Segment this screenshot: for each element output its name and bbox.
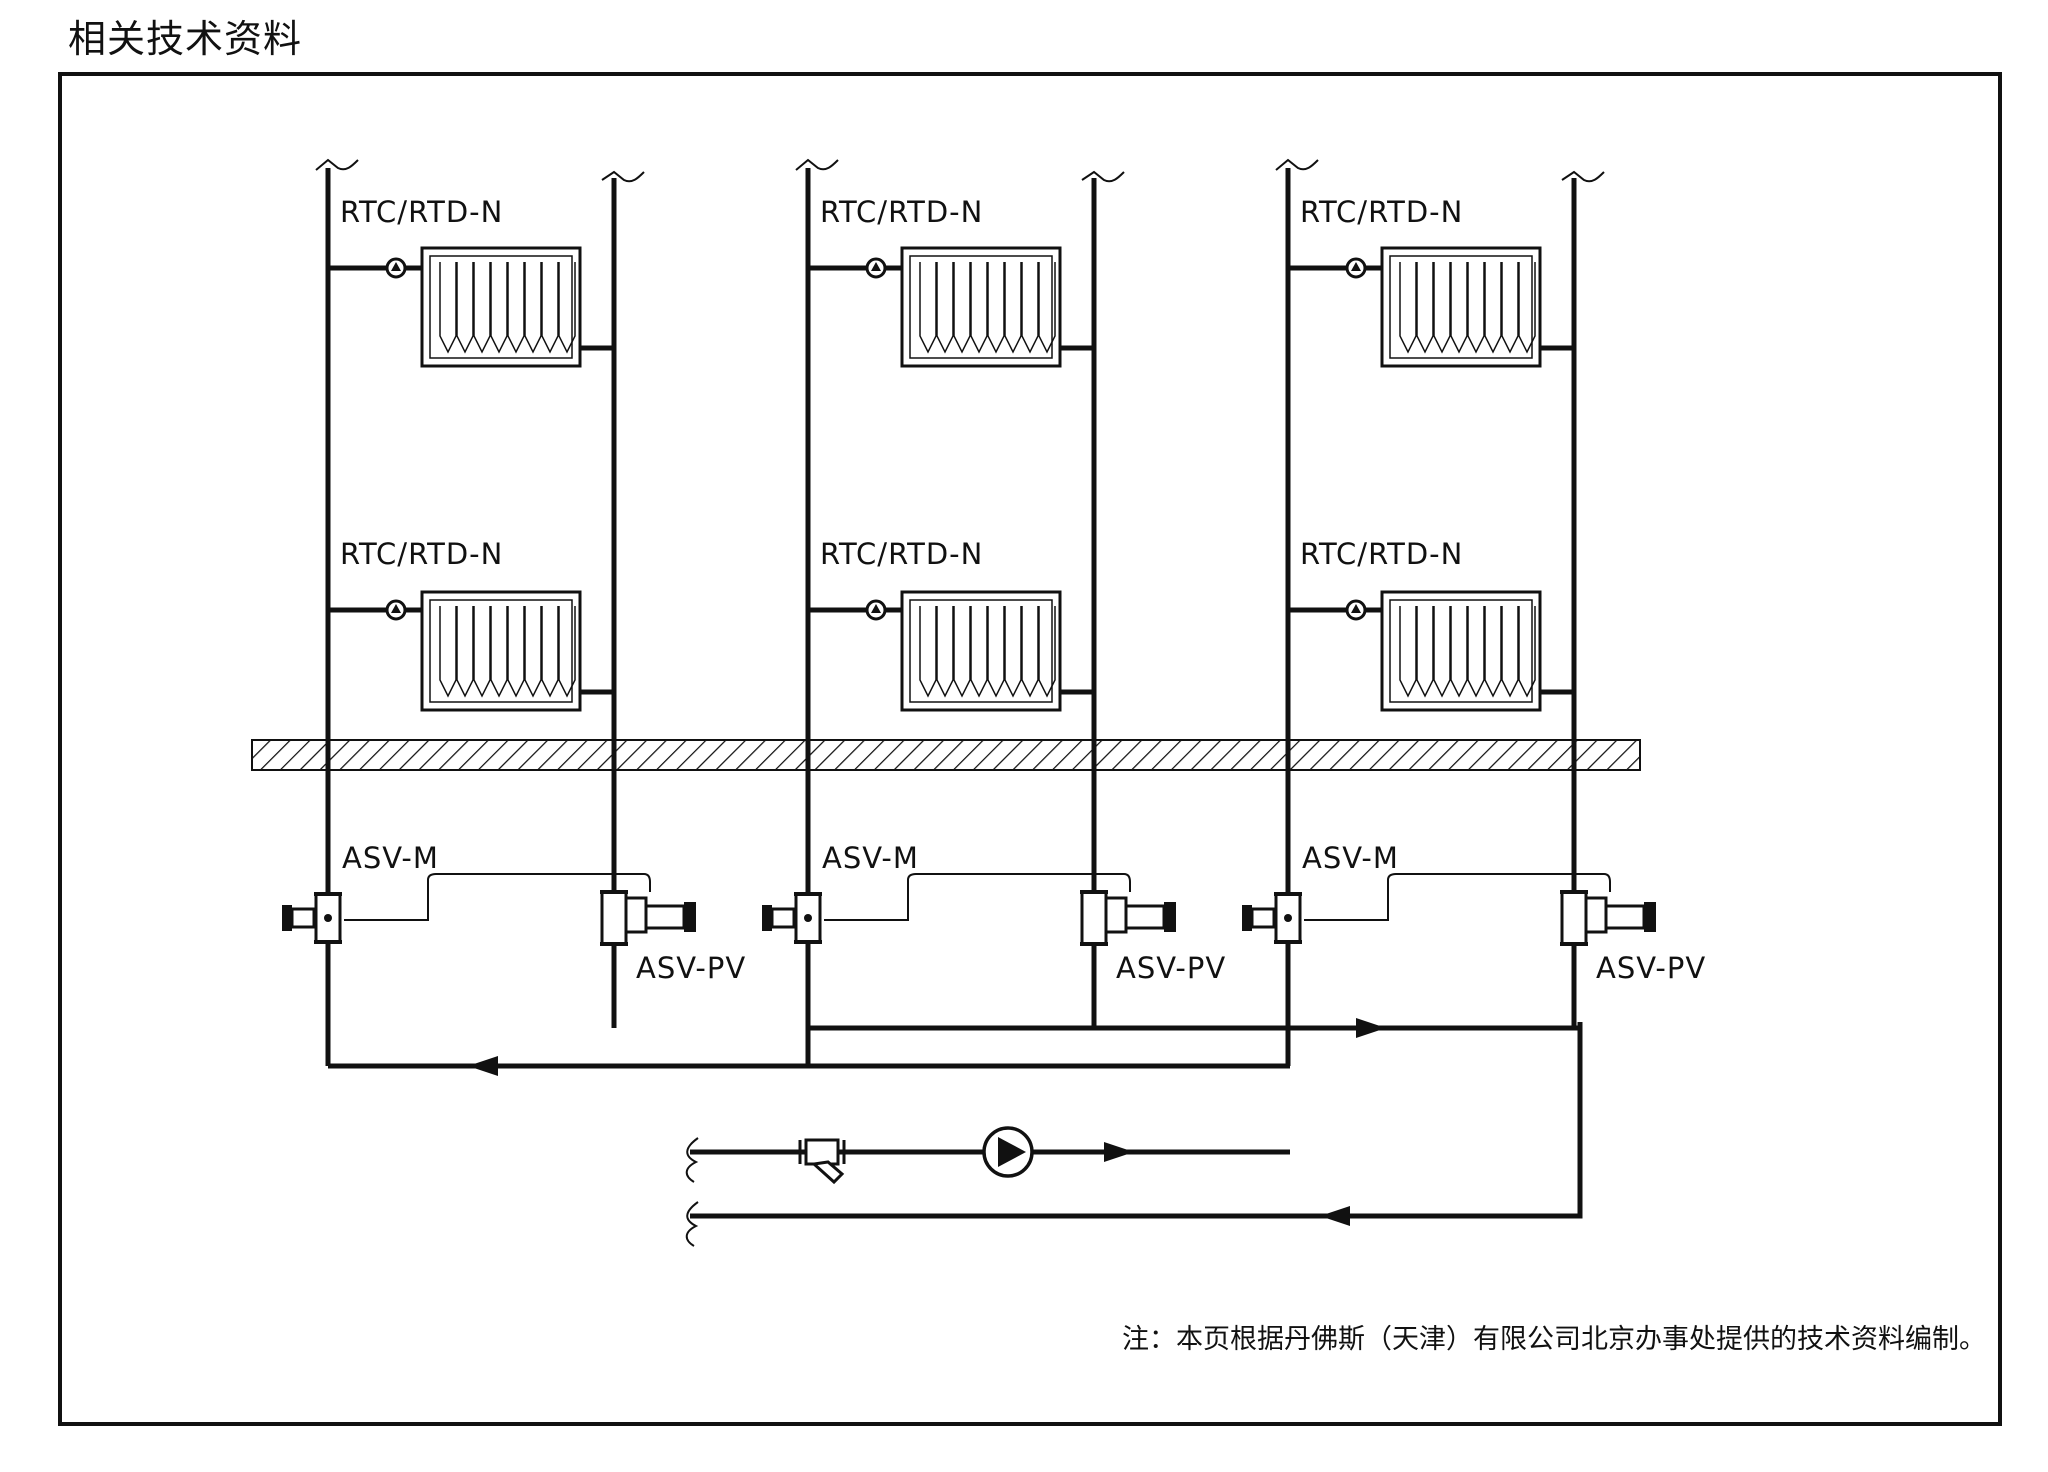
radiator-icon (420, 246, 582, 368)
asv-pv-valve-icon (1080, 890, 1176, 946)
asv-m-label: ASV-M (1302, 841, 1399, 875)
thermostatic-valve-label: RTC/RTD-N (1300, 195, 1463, 229)
thermostatic-valve-label: RTC/RTD-N (820, 195, 983, 229)
radiator-icon (900, 246, 1062, 368)
pipe-break-icon (601, 170, 645, 183)
main-pipes (328, 1022, 1583, 1219)
thermostatic-valve-icon (865, 599, 887, 621)
pipe-break-icon (795, 158, 839, 171)
footnote: 注：本页根据丹佛斯（天津）有限公司北京办事处提供的技术资料编制。 (1122, 1324, 1986, 1355)
page-title: 相关技术资料 (68, 17, 303, 61)
flow-arrow-icon (1104, 1142, 1134, 1162)
pump-icon (982, 1126, 1034, 1178)
thermostatic-valve-label: RTC/RTD-N (820, 537, 983, 571)
radiator-icon (900, 590, 1062, 712)
floor-slab (251, 739, 1641, 771)
riser-loop-3: RTC/RTD-N RTC/RTD-N ASV-M ASV-PV (1242, 158, 1706, 1066)
pipe-break-return (685, 1201, 699, 1247)
radiator-icon (1380, 590, 1542, 712)
thermostatic-valve-icon (1345, 257, 1367, 279)
asv-m-valve-icon (762, 892, 822, 944)
asv-m-valve-icon (282, 892, 342, 944)
thermostatic-valve-icon (865, 257, 887, 279)
pipe-break-icon (315, 158, 359, 171)
asv-m-label: ASV-M (342, 841, 439, 875)
riser-loop-1: RTC/RTD-N RTC/RTD-N ASV-M ASV-PV (282, 158, 746, 1066)
asv-m-valve-icon (1242, 892, 1302, 944)
asv-pv-label: ASV-PV (1116, 951, 1226, 985)
asv-pv-valve-icon (1560, 890, 1656, 946)
asv-pv-label: ASV-PV (1596, 951, 1706, 985)
thermostatic-valve-icon (1345, 599, 1367, 621)
thermostatic-valve-label: RTC/RTD-N (1300, 537, 1463, 571)
thermostatic-valve-label: RTC/RTD-N (340, 537, 503, 571)
asv-pv-label: ASV-PV (636, 951, 746, 985)
radiator-icon (420, 590, 582, 712)
flow-arrow-icon (1320, 1206, 1350, 1226)
flow-arrow-icon (468, 1056, 498, 1076)
strainer-icon (798, 1138, 846, 1185)
drawing-frame (58, 72, 2002, 1426)
flow-arrow-icon (1356, 1018, 1386, 1038)
thermostatic-valve-icon (385, 257, 407, 279)
radiator-icon (1380, 246, 1542, 368)
riser-loop-2: RTC/RTD-N RTC/RTD-N ASV-M ASV-PV (762, 158, 1226, 1066)
asv-pv-valve-icon (600, 890, 696, 946)
thermostatic-valve-icon (385, 599, 407, 621)
asv-m-label: ASV-M (822, 841, 919, 875)
pipe-break-icon (1275, 158, 1319, 171)
pipe-break-supply (685, 1137, 699, 1183)
pipe-break-icon (1561, 170, 1605, 183)
thermostatic-valve-label: RTC/RTD-N (340, 195, 503, 229)
pipe-break-icon (1081, 170, 1125, 183)
